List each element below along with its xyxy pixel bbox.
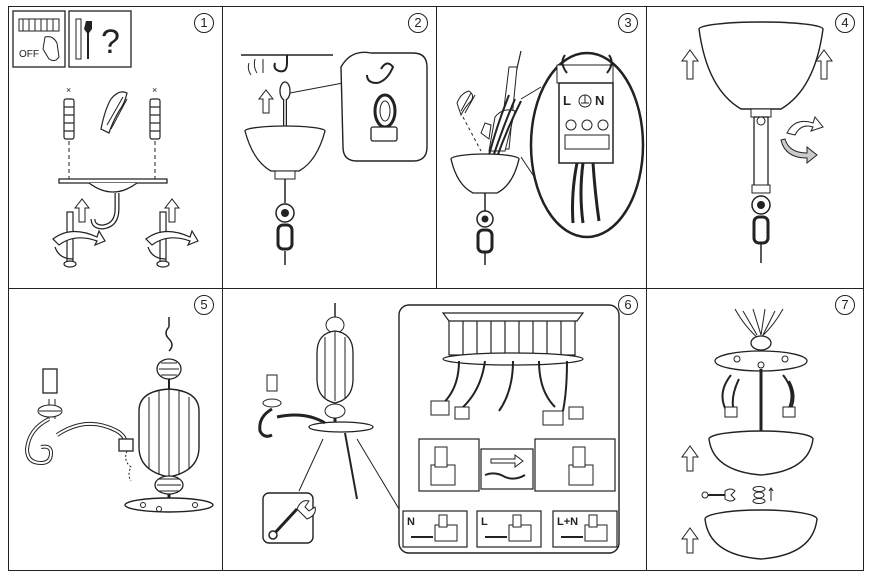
rotate-icon [780,115,824,165]
up-arrow-icon [73,198,91,223]
step-number: 1 [194,13,214,33]
step-2-panel: 2 [222,6,437,289]
up-arrow-icon [681,527,699,554]
screw-rotate-icon [52,211,199,268]
step-6-panel: 6 [222,288,647,571]
step-number: 6 [618,295,638,315]
power-off-icon: OFF [12,10,66,68]
step-2-illustration [241,51,428,265]
svg-text:×: × [66,85,71,95]
step-5-panel: 5 [8,288,223,571]
step-number: 2 [408,13,428,33]
wrench-icon [701,488,736,502]
up-arrow-icon [815,49,833,80]
step-7-panel: 7 [646,288,864,571]
step-5-illustration [24,317,214,513]
step-7-illustration [681,308,818,560]
step-1-illustration: OFF ? × × [12,10,199,268]
step-6-illustration: N L L+N [258,303,620,554]
right-arrow-icon [490,454,524,468]
step-1-panel: 1 OFF ? × × [8,6,223,289]
up-arrow-icon [681,49,699,80]
step-3-illustration: L N [450,50,645,265]
svg-text:×: × [152,85,157,95]
step-4-panel: 4 [646,6,864,289]
question-mark: ? [101,23,120,61]
wall-plugs-icon: × × [63,85,161,140]
up-arrow-icon [681,445,699,472]
terminal-live-label: L [563,93,571,108]
step-number: 4 [835,13,855,33]
off-label: OFF [19,49,39,60]
step-number: 7 [835,295,855,315]
up-arrow-icon [163,198,181,223]
terminal-neutral-label: N [595,93,604,108]
tools-question-icon: ? [68,10,132,68]
connector-both-label: L+N [557,516,578,528]
connector-live-label: L [481,516,488,528]
connector-neutral-label: N [407,516,415,528]
step-number: 3 [618,13,638,33]
step-4-illustration [681,21,833,263]
up-arrow-icon [257,89,275,114]
wrench-icon [268,500,316,540]
step-3-panel: 3 L [436,6,647,289]
step-number: 5 [194,295,214,315]
